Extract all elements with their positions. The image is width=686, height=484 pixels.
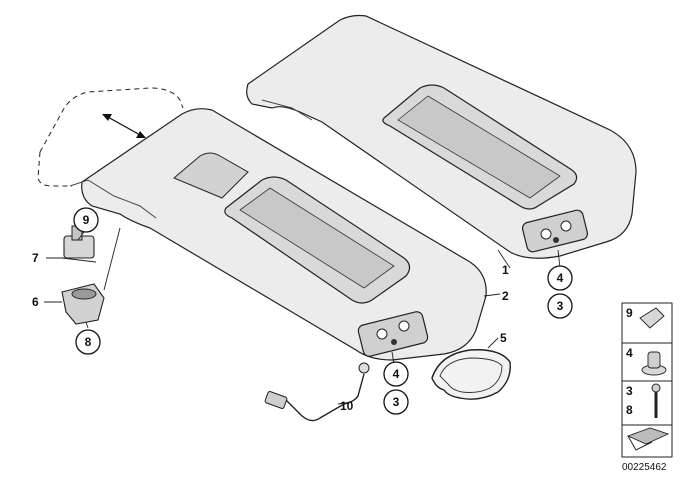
circled-label-4-center: 4 [383,361,409,387]
legend-label-9: 9 [626,306,633,320]
sun-visor-left [69,108,487,361]
svg-text:9: 9 [83,213,90,227]
visor-alternate-outline [37,87,184,187]
gasket-part [431,349,511,400]
legend-label-3: 3 [626,384,633,398]
label-part-10: 10 [340,399,354,413]
parts-legend: 9 4 3 8 00225462 [621,302,673,473]
circled-label-3-center: 3 [383,389,409,415]
circled-label-9: 9 [73,207,99,233]
diagram-number: 00225462 [622,462,667,473]
svg-text:4: 4 [557,271,564,285]
legend-label-8: 8 [626,403,633,417]
label-part-7: 7 [32,251,39,265]
label-part-6: 6 [32,295,39,309]
swivel-arrow [102,114,146,138]
svg-text:3: 3 [557,299,564,313]
svg-text:4: 4 [393,367,400,381]
sun-visor-right [246,14,637,259]
svg-text:3: 3 [393,395,400,409]
circled-label-4-right: 4 [547,265,573,291]
arrow-sheet-icon [626,427,670,445]
legend-label-4: 4 [626,346,633,360]
leader-lines [44,227,561,405]
circled-label-8: 8 [75,329,101,355]
clip-icon [639,307,665,329]
label-part-2: 2 [502,289,509,303]
circled-label-3-right: 3 [547,293,573,319]
svg-text:8: 8 [85,335,92,349]
label-part-5: 5 [500,331,507,345]
screw-icon [651,383,661,393]
visor-bracket-part [61,225,97,263]
visor-cable-part [264,362,370,422]
visor-clip-part [61,283,105,325]
label-part-1: 1 [502,263,509,277]
